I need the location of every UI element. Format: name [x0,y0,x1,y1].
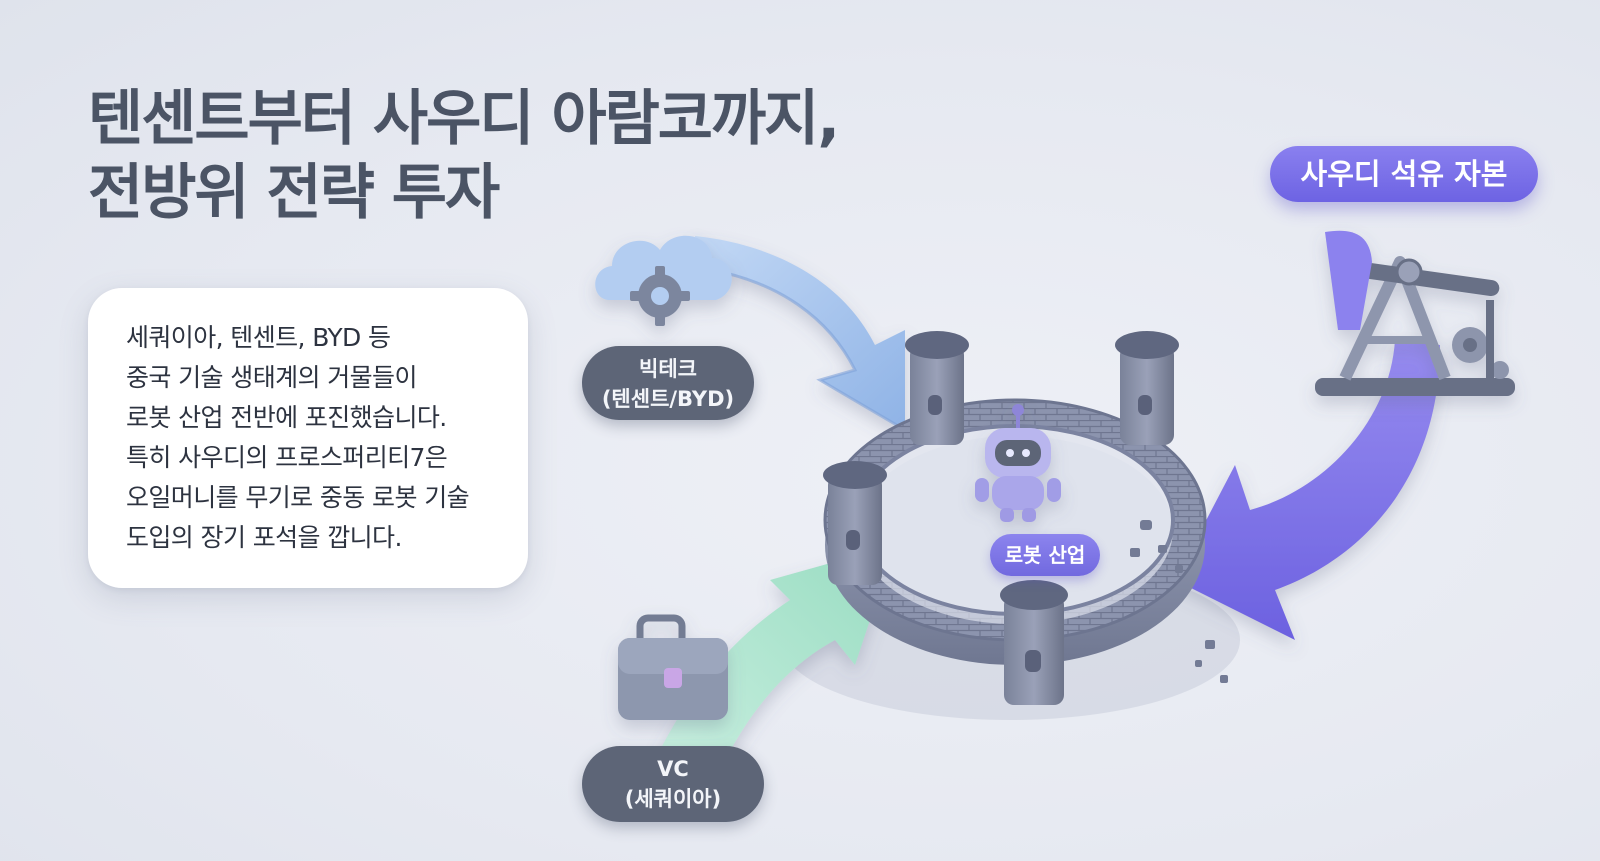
cloud-gear-icon [595,235,732,326]
description-line: 특히 사우디의 프로스퍼리티7은 [126,443,448,472]
page-title: 텐센트부터 사우디 아람코까지, 전방위 전략 투자 [88,82,988,230]
castle-tower [1115,331,1179,445]
castle-tower [823,461,887,585]
vc-label: VC (세쿼이아) [582,746,764,822]
briefcase-icon [618,614,728,720]
vc-label-line1: VC [657,757,689,781]
description-card: 세쿼이아, 텐센트, BYD 등 중국 기술 생태계의 거물들이 로봇 산업 전… [88,288,528,588]
description-text: 세쿼이아, 텐센트, BYD 등 중국 기술 생태계의 거물들이 로봇 산업 전… [126,318,516,558]
description-line: 중국 기술 생태계의 거물들이 [126,363,417,392]
bigtech-label-line1: 빅테크 [639,357,697,381]
saudi-capital-label: 사우디 석유 자본 [1270,146,1538,202]
description-line: 로봇 산업 전반에 포진했습니다. [126,403,447,432]
vc-label-line2: (세쿼이아) [624,787,722,811]
oil-pump-icon [1315,230,1515,396]
bigtech-arrow [695,236,906,432]
title-line-1: 텐센트부터 사우디 아람코까지, [88,84,840,154]
title-line-2: 전방위 전략 투자 [88,158,500,228]
saudi-arrow [1175,340,1440,640]
bigtech-label: 빅테크 (텐센트/BYD) [582,346,754,420]
robot-industry-label: 로봇 산업 [990,534,1100,576]
description-line: 도입의 장기 포석을 깝니다. [126,523,402,552]
description-line: 세쿼이아, 텐센트, BYD 등 [126,323,391,352]
robot-icon [975,404,1061,522]
rubble [1130,520,1228,683]
castle-tower [905,331,969,445]
castle-tower [1000,580,1068,705]
description-line: 오일머니를 무기로 중동 로봇 기술 [126,483,470,512]
bigtech-label-line2: (텐센트/BYD) [601,387,735,411]
